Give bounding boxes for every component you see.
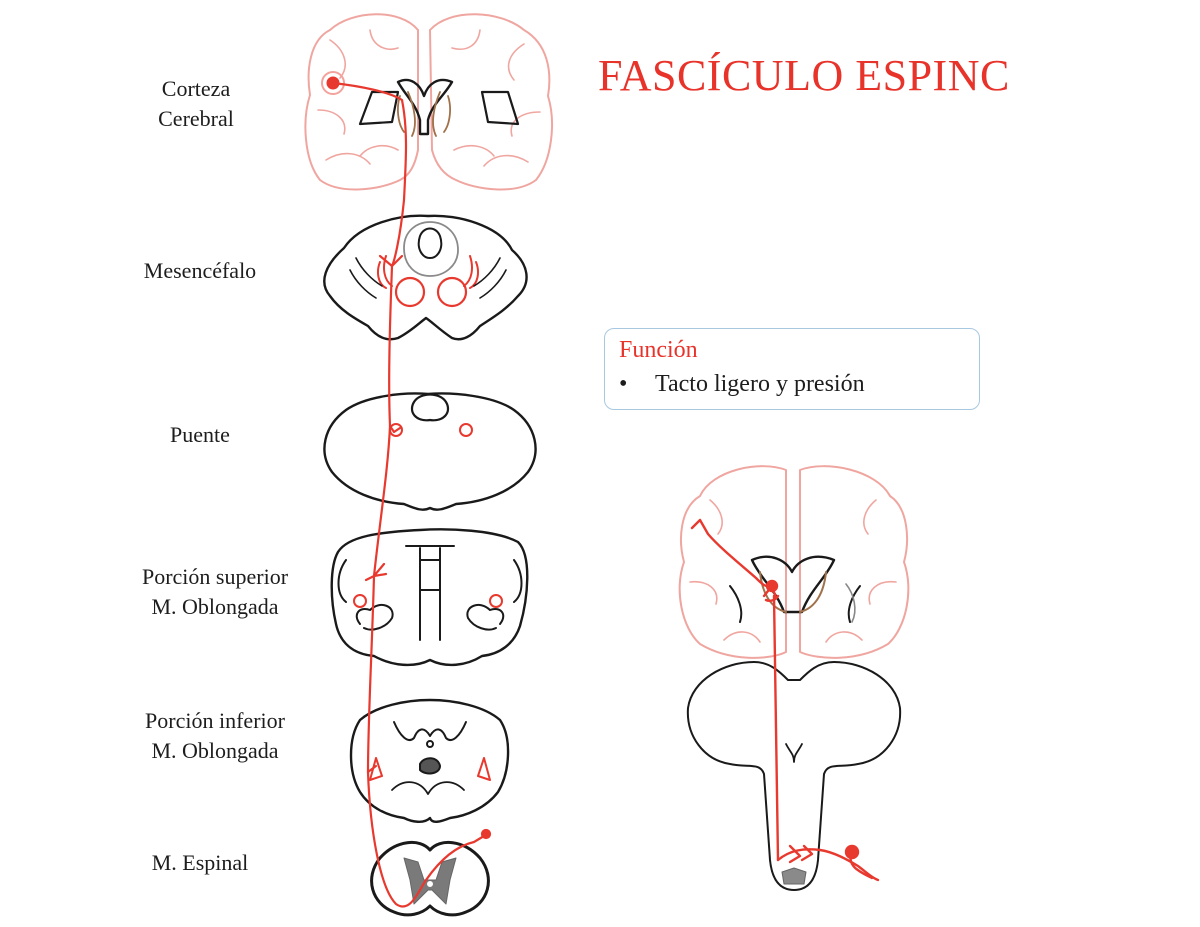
fourth-ventricle-mark [785, 743, 803, 763]
label-line: M. Oblongada [151, 738, 279, 763]
label-mesencefalo: Mesencéfalo [95, 256, 305, 286]
pons-section [323, 392, 537, 511]
label-line: Corteza [161, 76, 231, 101]
cortex-outline [429, 13, 553, 191]
tract-fiber [388, 264, 394, 428]
label-line: Puente [170, 422, 230, 447]
brain-brainstem-view [678, 465, 910, 891]
tract-fiber [366, 574, 376, 774]
midline-raphe [405, 545, 455, 641]
neuron-glow [321, 71, 345, 95]
label-corteza-cerebral: Corteza Cerebral [91, 74, 301, 134]
tract-branch [378, 254, 404, 268]
lateral-ventricle-shade [845, 583, 856, 623]
spinal-cord-section [370, 841, 490, 917]
label-puente: Puente [95, 420, 305, 450]
hemisphere-outline [799, 465, 910, 659]
cortex-outline [304, 13, 419, 191]
lateral-ventricle [729, 585, 861, 623]
hemisphere-gyri [689, 499, 897, 643]
spinal-entry [776, 848, 880, 882]
medial-lemniscus [377, 255, 479, 289]
label-line: M. Espinal [151, 850, 249, 875]
pons-outline [323, 392, 537, 511]
spinothalamic-tract-left [331, 81, 492, 908]
mesencephalon-lines [349, 257, 507, 299]
tract-branch [366, 764, 378, 774]
function-box: Función • Tacto ligero y presión [604, 328, 980, 410]
entry-branch [788, 844, 814, 864]
thalamic-branch [762, 584, 780, 602]
cerebellum-outline [686, 661, 902, 891]
label-line: Porción superior [141, 564, 289, 589]
tract-fiber [331, 81, 408, 268]
tract-fiber [372, 424, 392, 578]
spinal-gray-matter [781, 867, 807, 885]
mesencephalon-outline [323, 214, 528, 341]
thalamus-right [759, 571, 827, 613]
upper-medulla-outline [330, 528, 529, 667]
central-canal [426, 740, 434, 748]
cortex-gyri [317, 29, 541, 167]
red-nucleus [394, 276, 426, 308]
mesencephalon-section [323, 214, 528, 341]
upper-medulla-section [330, 528, 529, 667]
label-porcion-superior: Porción superior M. Oblongada [110, 562, 320, 622]
upper-medulla-lemniscus [353, 594, 367, 608]
cerebral-cortex-section [304, 13, 553, 191]
label-porcion-inferior: Porción inferior M. Oblongada [110, 706, 320, 766]
spinothalamic-tract-right [690, 518, 880, 882]
central-canal-nucleus [419, 757, 441, 775]
tract-branch [364, 562, 388, 582]
lateral-ventricle [358, 90, 520, 126]
red-nucleus [436, 276, 468, 308]
fourth-ventricle [410, 393, 450, 422]
peripheral-fiber [849, 850, 874, 880]
hemisphere-outline [678, 465, 787, 659]
label-medula-espinal: M. Espinal [95, 848, 305, 878]
label-line: Porción inferior [145, 708, 285, 733]
olive-right [466, 603, 505, 631]
function-item-text: Tacto ligero y presión [655, 371, 865, 397]
function-item: • Tacto ligero y presión [619, 371, 865, 398]
tract-branch [388, 424, 402, 434]
page-title: FASCÍCULO ESPINC [598, 51, 1010, 100]
tract-fiber [366, 770, 486, 908]
periaqueductal-gray [403, 221, 459, 277]
bullet-icon: • [619, 371, 628, 397]
thalamus-ventricle [396, 78, 454, 136]
olive-left [355, 603, 394, 631]
label-line: Cerebral [158, 106, 234, 131]
aqueduct [417, 227, 443, 259]
ascending-fiber [772, 594, 780, 862]
pyramids [391, 781, 465, 795]
central-canal [427, 881, 433, 887]
gracile-cuneate [393, 721, 467, 741]
upper-medulla-lemniscus [489, 594, 503, 608]
thalamus [397, 91, 451, 137]
function-heading: Función [619, 337, 698, 363]
pons-lemniscus [459, 423, 473, 437]
label-line: M. Oblongada [151, 594, 279, 619]
label-line: Mesencéfalo [143, 258, 257, 283]
vestibular-area [337, 559, 523, 603]
lower-medulla-section [349, 698, 510, 823]
dorsal-root-ganglion [480, 828, 492, 840]
spinal-cord-outline [370, 841, 490, 917]
